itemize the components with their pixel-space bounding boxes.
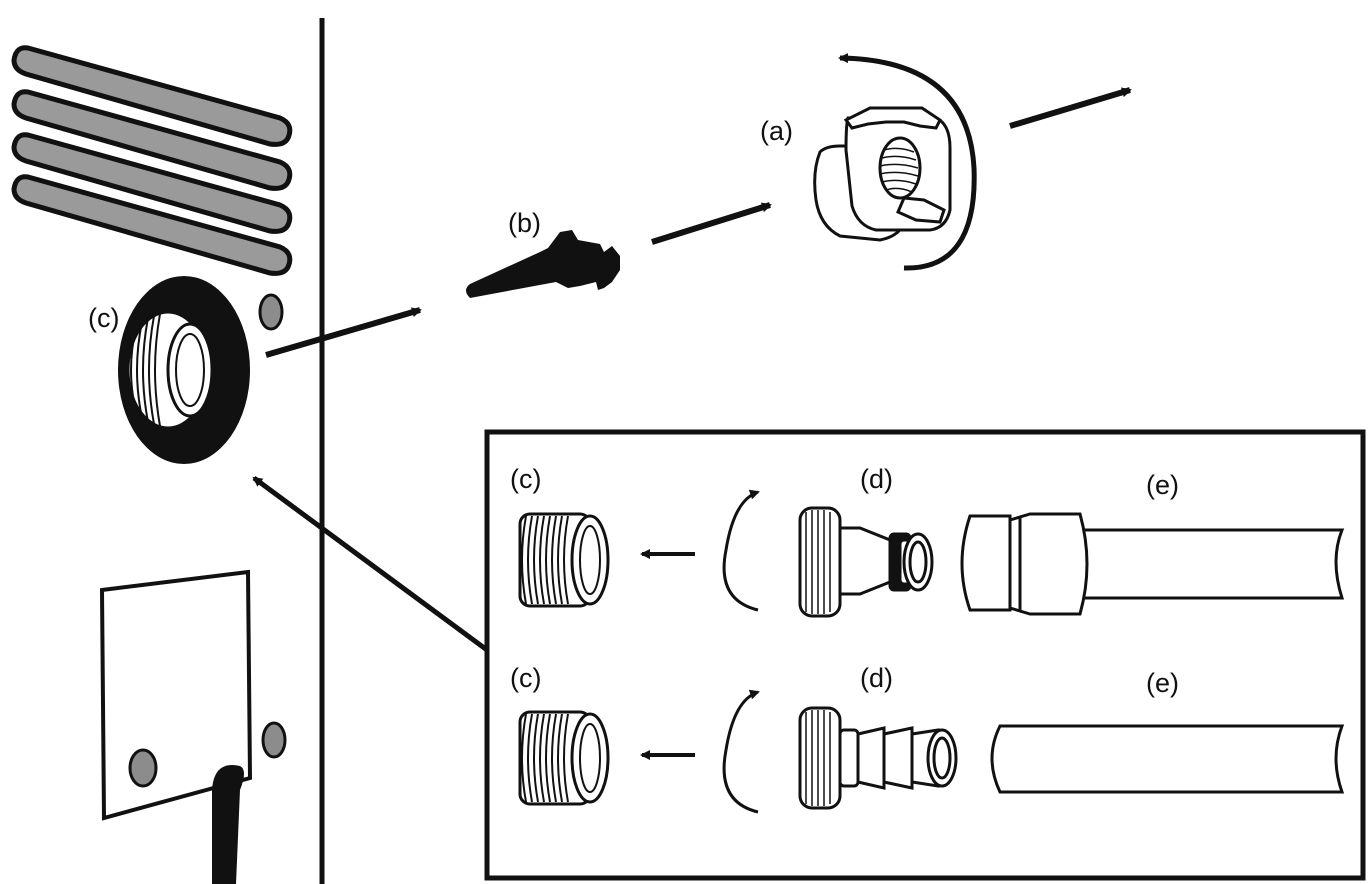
label-c-bottom: (c) xyxy=(510,663,542,693)
vent-slot xyxy=(11,132,293,234)
label-d-top: (d) xyxy=(860,464,893,494)
hose-e-top xyxy=(960,512,1345,616)
arrow-to-cap xyxy=(651,202,772,245)
inlet-fitting-main xyxy=(118,276,250,464)
connector-d-bottom xyxy=(798,706,958,810)
rotate-arrow-cap xyxy=(838,53,977,271)
drain-plug xyxy=(466,230,620,298)
threaded-cap xyxy=(813,106,952,242)
rotate-arrow-top xyxy=(722,489,760,612)
arrow-inset-to-inlet xyxy=(252,475,489,653)
power-cable xyxy=(212,765,244,884)
inset-box xyxy=(484,429,1366,881)
fitting-c-bottom xyxy=(518,710,610,806)
vent-slot xyxy=(11,89,293,191)
label-e-bottom: (e) xyxy=(1146,668,1179,698)
panel-screw xyxy=(261,721,287,759)
fitting-c-top xyxy=(518,512,610,608)
connector-d-top xyxy=(798,506,934,618)
label-c-top: (c) xyxy=(510,464,542,494)
label-a: (a) xyxy=(760,116,793,146)
vent-slot xyxy=(11,45,293,147)
plate-screw xyxy=(128,748,158,788)
hose-e-bottom xyxy=(990,724,1345,794)
access-plate xyxy=(99,569,253,884)
panel-screw xyxy=(258,293,284,331)
arrow-to-plug xyxy=(265,307,422,358)
vent-slots xyxy=(11,45,293,276)
label-d-bottom: (d) xyxy=(860,663,893,693)
arrow-outward xyxy=(1009,87,1132,129)
label-b: (b) xyxy=(508,208,541,238)
label-e-top: (e) xyxy=(1146,470,1179,500)
label-c-main: (c) xyxy=(88,303,120,333)
rotate-arrow-bottom xyxy=(722,689,760,814)
vent-slot xyxy=(11,174,293,276)
